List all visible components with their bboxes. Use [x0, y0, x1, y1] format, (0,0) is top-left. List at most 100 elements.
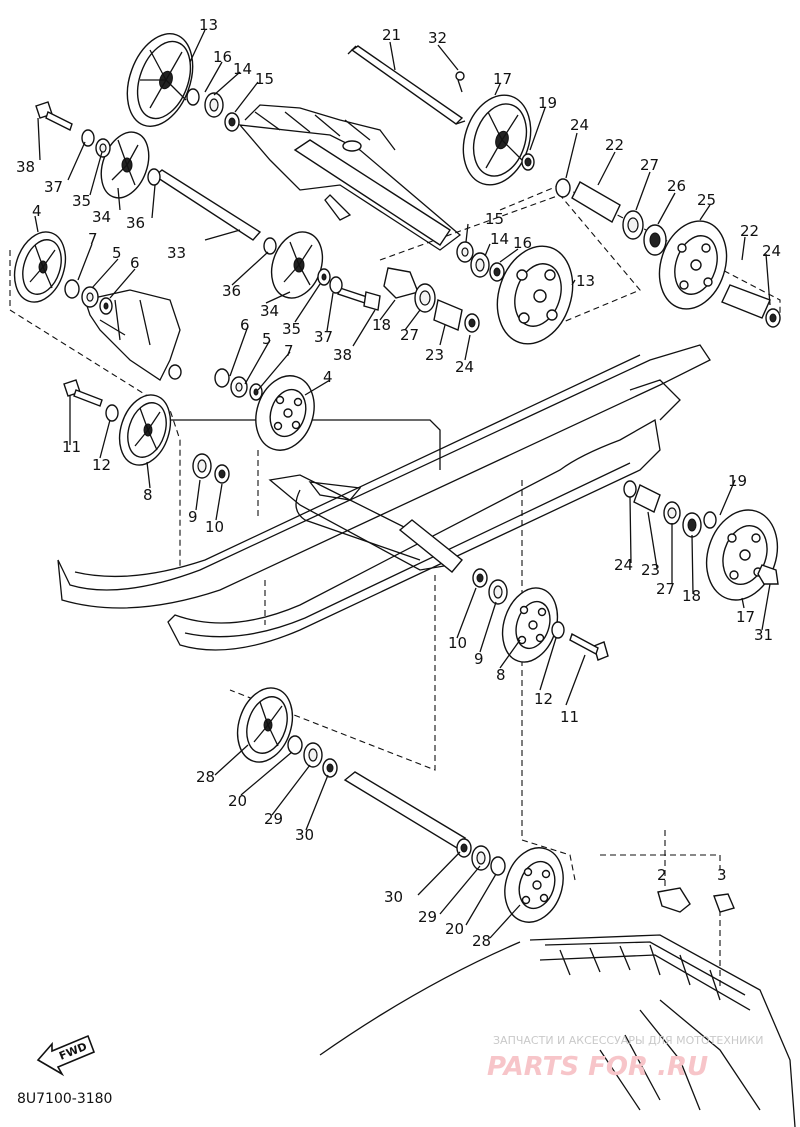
callout: 35	[282, 320, 301, 338]
callout: 33	[167, 244, 186, 262]
front-bracket	[84, 289, 182, 381]
callout: 19	[538, 94, 557, 112]
callout: 37	[44, 178, 63, 196]
callout: 38	[333, 346, 352, 364]
bolt-38-right	[337, 287, 381, 311]
watermark-tagline: ЗАПЧАСТИ И АКСЕССУАРЫ ДЛЯ МОТОТЕХНИКИ	[493, 1034, 763, 1047]
callout: 30	[295, 826, 314, 844]
watermark: ЗАПЧАСТИ И АКСЕССУАРЫ ДЛЯ МОТОТЕХНИКИ PA…	[487, 1034, 763, 1082]
callout: 30	[384, 888, 403, 906]
callout: 32	[428, 29, 447, 47]
callout: 35	[72, 192, 91, 210]
callout: 4	[323, 368, 333, 386]
fwd-arrow-icon: FWD	[36, 1034, 96, 1077]
diagram-code: 8U7100-3180	[17, 1091, 112, 1107]
wheel-4-left	[13, 231, 67, 303]
callout: 34	[92, 208, 111, 226]
callout: 28	[472, 932, 491, 950]
small-parts	[64, 88, 781, 913]
callout: 17	[493, 70, 512, 88]
callout: 22	[740, 222, 759, 240]
callout: 34	[260, 302, 279, 320]
callout: 18	[372, 316, 391, 334]
rear-arm	[268, 474, 451, 571]
callout: 29	[264, 810, 283, 828]
callout: 27	[640, 156, 659, 174]
wheel-8-right	[501, 587, 559, 663]
wheel-4-mid	[255, 375, 315, 451]
wheel-8-left	[118, 394, 172, 466]
callout: 38	[16, 158, 35, 176]
callout: 14	[490, 230, 509, 248]
bolt-38-left	[35, 101, 73, 131]
callout: 36	[126, 214, 145, 232]
callout: 5	[112, 244, 122, 262]
callout: 21	[382, 26, 401, 44]
callout: 9	[188, 508, 198, 526]
track-section	[319, 934, 796, 1127]
callout: 13	[576, 272, 595, 290]
callout: 8	[496, 666, 506, 684]
callout: 11	[62, 438, 81, 456]
callout: 12	[92, 456, 111, 474]
callout: 27	[400, 326, 419, 344]
wheel-17-top	[462, 94, 532, 186]
callout: 12	[534, 690, 553, 708]
callout: 3	[717, 866, 727, 884]
callout: 22	[605, 136, 624, 154]
slide-rail-left	[57, 344, 711, 609]
callout: 5	[262, 330, 272, 348]
wheel-34-mid	[270, 231, 324, 299]
callout-labels: 13 16 14 15 21 32 17 19 38 37 35 34 36 2…	[16, 16, 781, 950]
callout: 24	[762, 242, 781, 260]
callout: 6	[130, 254, 140, 272]
callout: 28	[196, 768, 215, 786]
callout: 14	[233, 60, 252, 78]
callout: 31	[754, 626, 773, 644]
callout: 6	[240, 316, 250, 334]
callout: 18	[682, 587, 701, 605]
bolt-11-right	[569, 632, 609, 661]
callout: 7	[284, 342, 294, 360]
callout: 10	[205, 518, 224, 536]
pin-32	[455, 71, 465, 93]
callout: 36	[222, 282, 241, 300]
wheel-28-bottom	[504, 847, 564, 923]
shaft-33	[153, 169, 262, 241]
callout: 4	[32, 202, 42, 220]
callout: 2	[657, 866, 667, 884]
callout: 7	[88, 230, 98, 248]
axle-center	[398, 519, 463, 573]
callout: 26	[667, 177, 686, 195]
wheel-28-top	[236, 687, 294, 763]
callout: 16	[213, 48, 232, 66]
wheel-34-top	[100, 131, 150, 199]
callout: 24	[570, 116, 589, 134]
shaft-main	[293, 139, 451, 246]
callout: 27	[656, 580, 675, 598]
callout: 24	[614, 556, 633, 574]
callout: 13	[199, 16, 218, 34]
callout: 9	[474, 650, 484, 668]
callout: 15	[255, 70, 274, 88]
shaft-21	[347, 45, 466, 125]
wheel-13-mid	[496, 245, 574, 345]
slide-rail-right	[167, 379, 681, 651]
watermark-brand: PARTS FOR .RU	[487, 1052, 708, 1082]
wheel-25	[658, 220, 728, 310]
callout: 37	[314, 328, 333, 346]
callout: 23	[425, 346, 444, 364]
callout: 25	[697, 191, 716, 209]
shaft-rear	[343, 771, 467, 849]
bolt-11-left	[63, 379, 103, 407]
callout: 20	[445, 920, 464, 938]
callout: 29	[418, 908, 437, 926]
callout: 16	[513, 234, 532, 252]
callout: 19	[728, 472, 747, 490]
callout: 24	[455, 358, 474, 376]
front-arm	[238, 104, 462, 251]
callout: 11	[560, 708, 579, 726]
leader-lines	[34, 29, 771, 939]
callout: 20	[228, 792, 247, 810]
